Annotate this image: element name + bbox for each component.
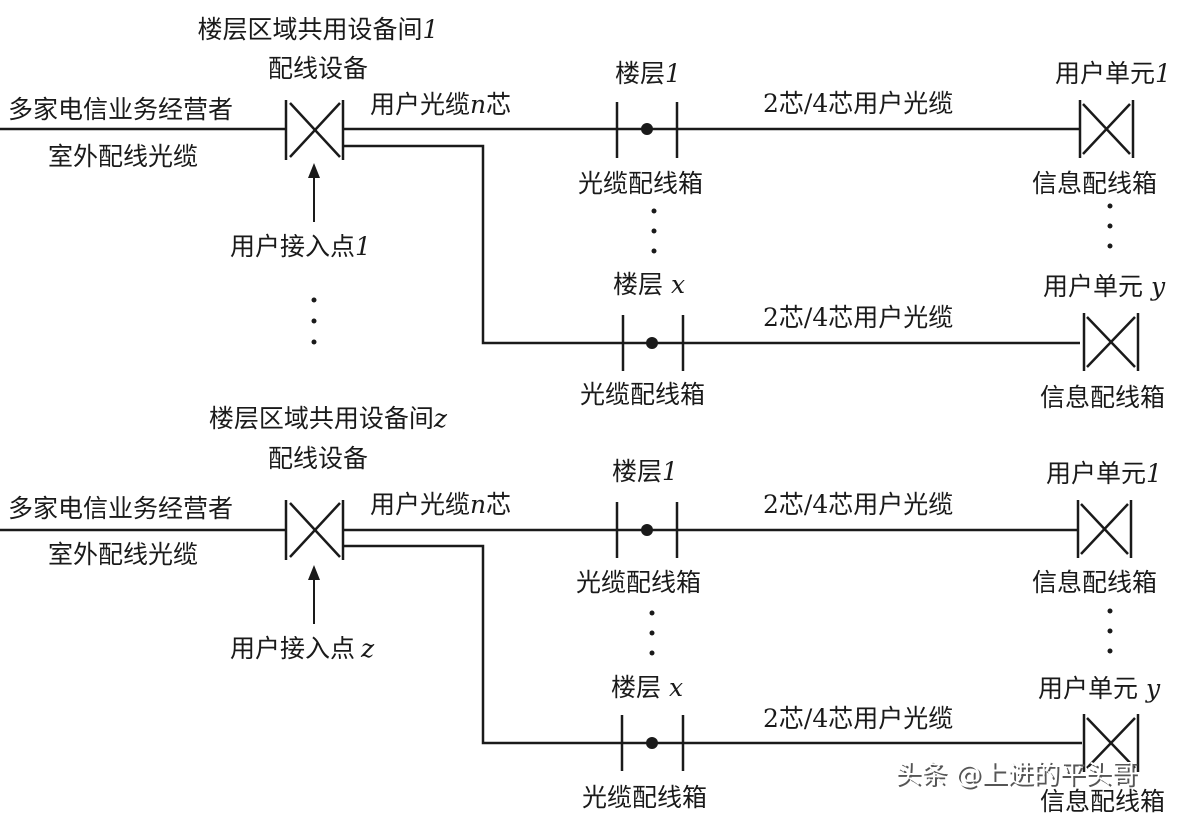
info-distribution-box-symbol [1078, 100, 1135, 158]
user-unit-label: 用户单元1 [1046, 459, 1162, 488]
ellipsis-dots [311, 297, 317, 345]
distribution-equipment-symbol [284, 500, 345, 560]
user-cable-n-core-label: 用户光缆n芯 [370, 90, 511, 119]
outdoor-cable-label: 室外配线光缆 [48, 540, 198, 569]
ellipsis-dots [1107, 608, 1113, 654]
fiber-box-label: 光缆配线箱 [578, 169, 703, 198]
info-box-label: 信息配线箱 [1032, 568, 1157, 597]
cable-label: 2芯/4芯用户光缆 [763, 490, 953, 519]
ellipsis-dots [651, 208, 657, 254]
block-1: 楼层区域共用设备间1 配线设备 多家电信业务经营者 室外配线光缆 用户光缆n芯 … [0, 15, 1171, 412]
info-box-label: 信息配线箱 [1040, 787, 1165, 816]
cable-label: 2芯/4芯用户光缆 [763, 704, 953, 733]
cable-label: 2芯/4芯用户光缆 [763, 89, 953, 118]
user-cable-line [343, 144, 1080, 345]
fiber-box-label: 光缆配线箱 [580, 380, 705, 409]
access-point-arrow [308, 163, 320, 222]
fiber-box-label: 光缆配线箱 [582, 783, 707, 812]
access-point-label: 用户接入点1 [230, 232, 371, 261]
watermark: 头条 @上进的平头哥 [895, 760, 1137, 790]
room-title: 楼层区域共用设备间z [209, 404, 448, 433]
fiber-distribution-box-symbol [620, 715, 685, 771]
block-2: 楼层区域共用设备间z 配线设备 多家电信业务经营者 室外配线光缆 用户光缆n芯 … [0, 404, 1165, 816]
floor-label: 楼层1 [612, 457, 678, 486]
cable-label: 2芯/4芯用户光缆 [763, 303, 953, 332]
room-subtitle: 配线设备 [268, 54, 368, 83]
user-cable-n-core-label: 用户光缆n芯 [370, 490, 511, 519]
info-distribution-box-symbol [1082, 313, 1140, 371]
ellipsis-dots [649, 610, 655, 656]
user-cable-line [343, 544, 1082, 745]
fiber-box-label: 光缆配线箱 [576, 568, 701, 597]
operator-label: 多家电信业务经营者 [8, 95, 233, 124]
info-distribution-box-symbol [1076, 500, 1133, 558]
watermark-shadow: 头条 @上进的平头哥 [897, 762, 1139, 792]
info-distribution-box-symbol [1082, 714, 1140, 772]
access-point-arrow [308, 565, 320, 624]
fiber-distribution-box-symbol [615, 502, 679, 558]
room-title: 楼层区域共用设备间1 [198, 15, 439, 44]
operator-label: 多家电信业务经营者 [8, 494, 233, 523]
floor-label: 楼层1 [615, 59, 681, 88]
outdoor-cable-label: 室外配线光缆 [48, 142, 198, 171]
distribution-equipment-symbol [284, 100, 345, 160]
info-box-label: 信息配线箱 [1040, 383, 1165, 412]
room-subtitle: 配线设备 [268, 444, 368, 473]
info-box-label: 信息配线箱 [1032, 169, 1157, 198]
ellipsis-dots [1107, 203, 1113, 249]
user-unit-label: 用户单元1 [1055, 59, 1171, 88]
fiber-distribution-box-symbol [615, 102, 679, 158]
fiber-distribution-box-symbol [621, 315, 685, 371]
